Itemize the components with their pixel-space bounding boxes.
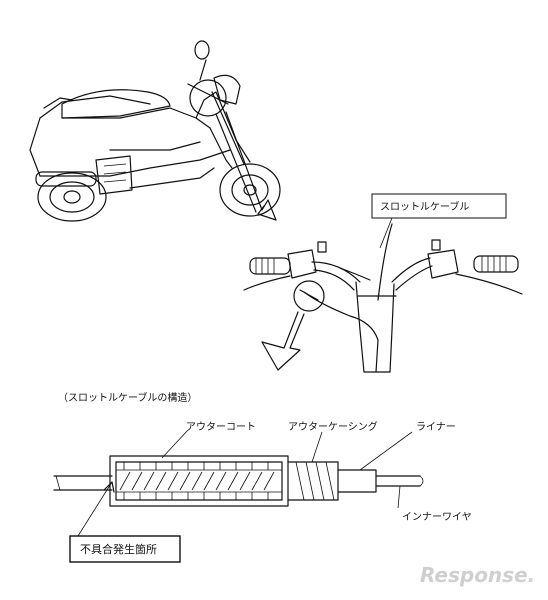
throttle-cable-label: スロットルケーブル: [380, 200, 469, 213]
defect-location-label: 不具合発生箇所: [80, 542, 157, 556]
response-watermark: Response.: [420, 563, 535, 587]
handlebar-illustration: [243, 223, 523, 373]
outer-casing-label: アウターケーシング: [288, 420, 378, 433]
inner-wire-label: インナーワイヤ: [402, 511, 472, 523]
svg-text:Response.: Response.: [420, 563, 535, 587]
scooter-illustration: [29, 40, 281, 222]
cable-cross-section: [53, 455, 424, 507]
outer-casing-pattern: [116, 462, 282, 500]
defect-location-box: [69, 535, 181, 563]
throttle-cable-callout: スロットルケーブル: [371, 193, 507, 249]
liner-label: ライナー: [416, 421, 456, 433]
structure-caption: （スロットルケーブルの構造）: [58, 391, 197, 404]
outer-coat-label: アウターコート: [186, 421, 256, 433]
